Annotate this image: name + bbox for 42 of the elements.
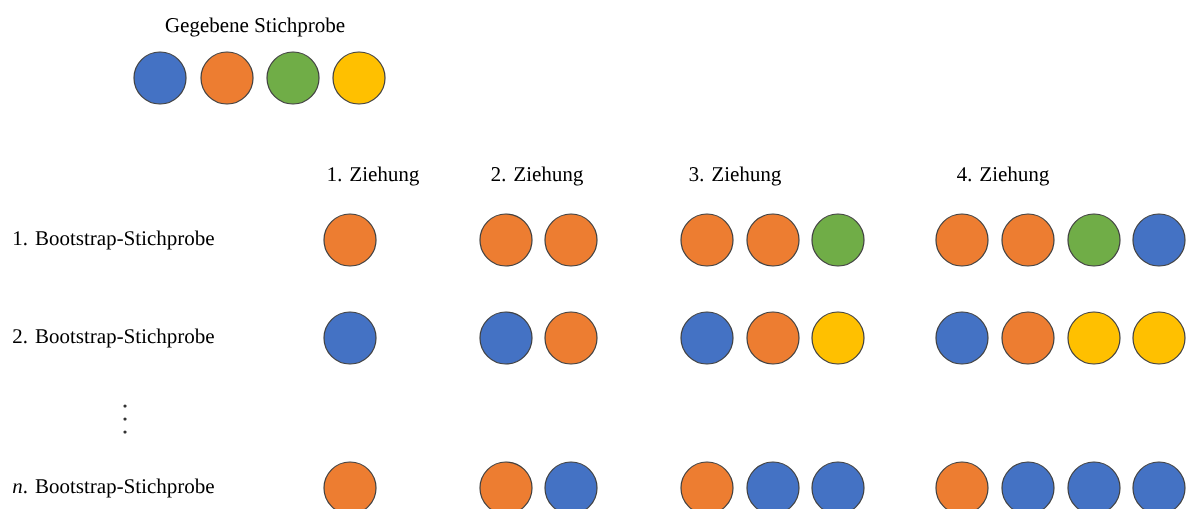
ball (680, 461, 734, 509)
ball (746, 311, 800, 365)
ball (332, 51, 386, 105)
column-header: 3. Ziehung (689, 166, 781, 186)
ball (935, 311, 989, 365)
row-label: 1. Bootstrap-Stichprobe (14, 230, 214, 250)
ball (1067, 213, 1121, 267)
ball (479, 213, 533, 267)
row-label: 2. Bootstrap-Stichprobe (13, 328, 214, 348)
ball (680, 213, 734, 267)
ball (133, 51, 187, 105)
ball (323, 311, 377, 365)
ball (935, 461, 989, 509)
row-label: n. Bootstrap-Stichprobe (12, 478, 214, 498)
ball (811, 213, 865, 267)
column-header: 4. Ziehung (957, 166, 1049, 186)
ball (811, 461, 865, 509)
ball (1001, 461, 1055, 509)
ball (200, 51, 254, 105)
ball (811, 311, 865, 365)
ball (323, 461, 377, 509)
ball (746, 213, 800, 267)
ball (1132, 311, 1186, 365)
ball (680, 311, 734, 365)
ball (1001, 213, 1055, 267)
ball (479, 311, 533, 365)
ball (1132, 213, 1186, 267)
ball (1067, 311, 1121, 365)
ball (323, 213, 377, 267)
ball (1067, 461, 1121, 509)
ball (479, 461, 533, 509)
ball (935, 213, 989, 267)
ball (544, 311, 598, 365)
column-header: 1. Ziehung (328, 166, 419, 186)
ball (746, 461, 800, 509)
ball (1132, 461, 1186, 509)
column-header: 2. Ziehung (491, 166, 583, 186)
ball (1001, 311, 1055, 365)
ball (266, 51, 320, 105)
ball (544, 213, 598, 267)
heading: Gegebene Stichprobe (165, 17, 345, 37)
ball (544, 461, 598, 509)
